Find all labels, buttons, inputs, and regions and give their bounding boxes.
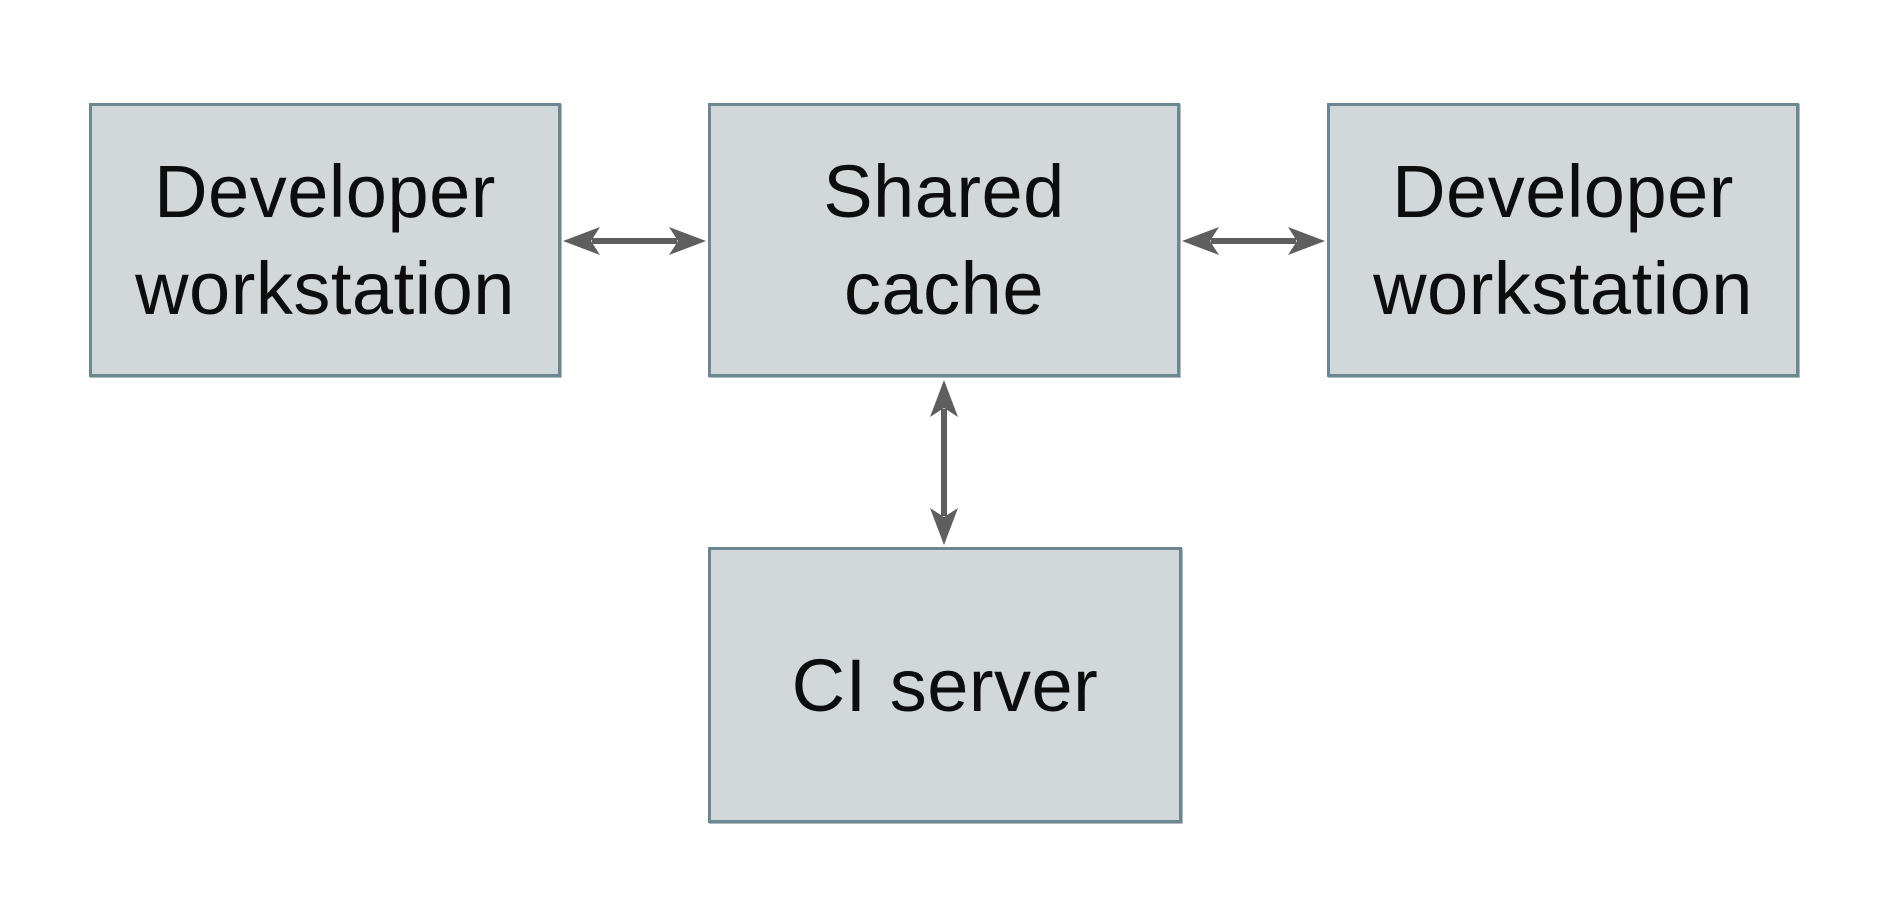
double-arrow-shared-cache-right-workstation [1182, 227, 1325, 255]
node-label-ci-server: CI server [791, 643, 1099, 727]
node-shared-cache: Shared cache [708, 103, 1180, 377]
node-label-shared-cache: Shared cache [823, 150, 1065, 330]
node-label-developer-workstation-left: Developer workstation [135, 150, 515, 330]
node-ci-server: CI server [708, 547, 1182, 823]
node-developer-workstation-left: Developer workstation [89, 103, 561, 377]
double-arrow-shared-cache-ci-server [930, 380, 958, 545]
node-developer-workstation-right: Developer workstation [1327, 103, 1799, 377]
node-label-developer-workstation-right: Developer workstation [1373, 150, 1753, 330]
double-arrow-left-workstation-shared-cache [563, 227, 706, 255]
